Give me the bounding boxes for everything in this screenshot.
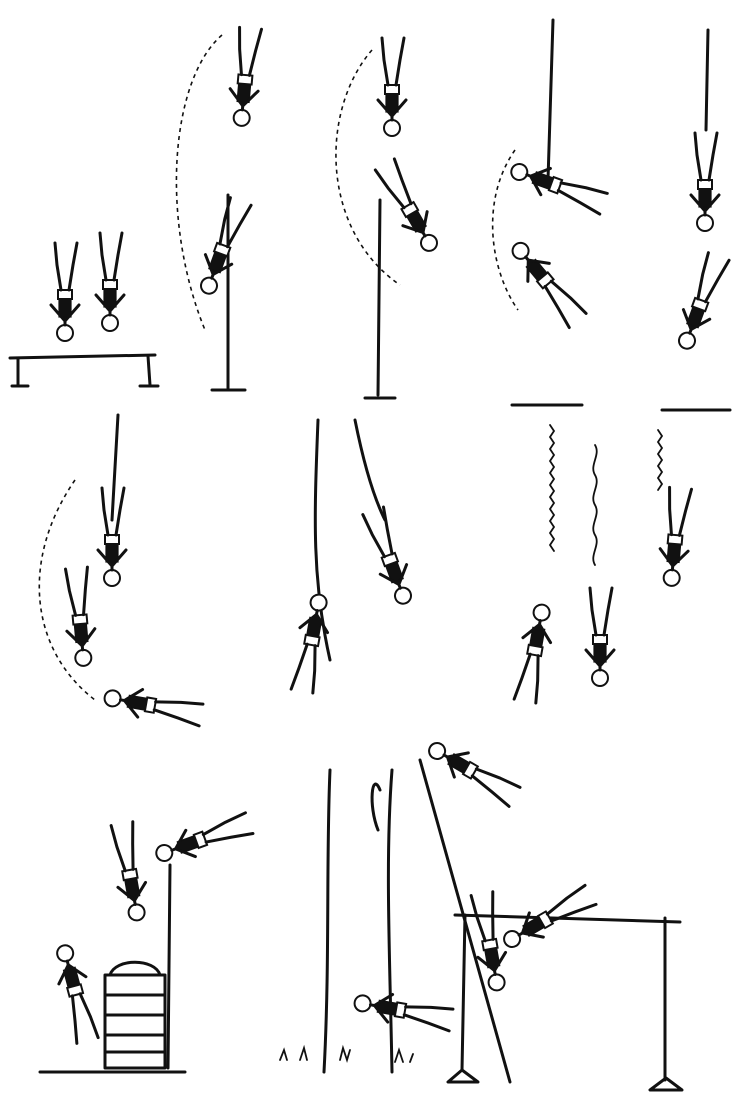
gymnast-figure	[372, 158, 445, 257]
tree-trunk	[388, 770, 392, 1072]
gymnast-figure	[96, 233, 124, 331]
panel-pole-swing-2	[336, 38, 445, 398]
gymnast-figure	[152, 809, 254, 869]
vaulting-box	[105, 962, 165, 1068]
panel-rope-hang-1	[493, 20, 609, 405]
gymnast-figure	[193, 196, 253, 298]
gymnast-figure	[227, 27, 263, 127]
gymnast-figure	[657, 487, 693, 587]
gymnast-figure	[512, 602, 557, 703]
panel-rope-hang-2	[662, 30, 731, 410]
gymnast-figure	[505, 236, 589, 329]
elastic-rope	[593, 445, 596, 565]
gymnast-figure	[62, 567, 98, 667]
gymnast-figure	[507, 156, 609, 216]
tree-trunk	[324, 770, 330, 1072]
elastic-rope	[550, 425, 554, 551]
gymnast-figure	[423, 735, 522, 808]
stand-base	[448, 1070, 682, 1090]
rope	[355, 420, 385, 520]
rope	[548, 20, 553, 180]
vertical-pole	[378, 200, 380, 395]
panel-pole-vault	[280, 735, 682, 1090]
gymnast-figure	[102, 683, 203, 728]
gymnast-figure	[586, 588, 614, 686]
rope	[112, 415, 118, 520]
panel-handstand-bench	[10, 233, 158, 386]
gymnast-figure	[671, 251, 731, 353]
crossbar-stand-left	[462, 915, 465, 1070]
support-post	[168, 865, 170, 1068]
panel-rope-swing	[39, 415, 203, 728]
panel-pole-swing-1	[176, 27, 263, 390]
elastic-rope	[658, 430, 662, 490]
gymnast-figure	[107, 821, 152, 922]
gymnast-figure	[359, 506, 419, 608]
gymnast-figure	[352, 988, 453, 1033]
bench-legs	[12, 356, 158, 386]
bench-top	[10, 355, 155, 358]
rope	[706, 30, 708, 130]
gymnast-figure	[51, 243, 79, 341]
tree-branch	[372, 784, 380, 830]
gymnast-figure	[50, 942, 102, 1044]
panel-rubber-rope	[512, 425, 693, 704]
panel-rope-climb	[289, 420, 419, 694]
gymnast-figure	[378, 38, 406, 136]
gymnast-figure	[691, 133, 719, 231]
panel-vault-box	[40, 809, 254, 1072]
